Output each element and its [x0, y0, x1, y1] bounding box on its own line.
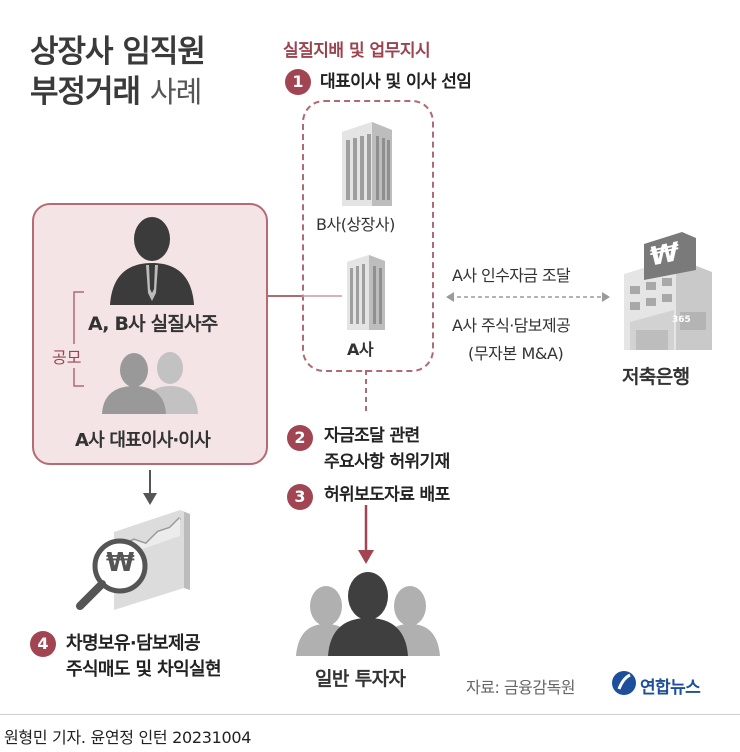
executives-icon — [102, 352, 198, 414]
title-light: 사례 — [149, 75, 202, 109]
building-a-label: A사 — [347, 340, 374, 359]
building-b-icon — [342, 122, 392, 206]
title-line-2: 부정거래 사례 — [30, 66, 202, 111]
ceo-label: A사 대표이사·이사 — [75, 430, 211, 451]
step-3-text: 허위보도자료 배포 — [324, 485, 450, 505]
control-header: 실질지배 및 업무지시 — [283, 41, 431, 61]
step-2-badge: 2 — [287, 425, 313, 451]
conspiracy-bracket — [73, 291, 84, 387]
source-text: 자료: 금융감독원 — [466, 678, 576, 697]
funding-text: A사 인수자금 조달 — [452, 266, 571, 285]
byline: 원형민 기자. 윤연정 인턴 20231004 — [4, 728, 252, 747]
mna-text: (무자본 M&A) — [468, 344, 564, 363]
conspiracy-label: 공모 — [50, 344, 84, 368]
bottom-divider — [0, 714, 740, 715]
step-1-badge: 1 — [285, 69, 311, 95]
step-4-line-1: 차명보유·담보제공 — [66, 633, 201, 654]
collateral-text: A사 주식·담보제공 — [452, 316, 571, 335]
bank-label: 저축은행 — [622, 366, 690, 388]
building-b-label: B사(상장사) — [316, 215, 395, 234]
yonhap-logo-text: 연합뉴스 — [640, 678, 701, 698]
title-bold: 부정거래 — [30, 74, 141, 110]
step-2-line-2: 주요사항 허위기재 — [324, 452, 450, 472]
investors-label: 일반 투자자 — [315, 668, 406, 690]
owner-person-icon — [110, 217, 194, 305]
step-3-badge: 3 — [287, 484, 313, 510]
step-4-line-2: 주식매도 및 차익실현 — [66, 659, 222, 680]
owner-label: A, B사 실질사주 — [88, 313, 218, 335]
bank-building-icon — [624, 232, 712, 350]
magnifier-won-icon: ₩ — [106, 548, 135, 578]
step-1-text: 대표이사 및 이사 선임 — [320, 72, 472, 92]
building-a-icon — [347, 255, 385, 330]
bank-sign-text: 365 — [672, 315, 691, 325]
title-line-1: 상장사 임직원 — [30, 34, 206, 70]
yonhap-logo-icon — [612, 671, 636, 695]
step-2-line-1: 자금조달 관련 — [324, 426, 420, 446]
step-4-badge: 4 — [30, 631, 56, 657]
bank-won-icon: ₩ — [650, 236, 679, 274]
stock-chart-icon — [76, 510, 190, 610]
company-dashed-box — [302, 100, 434, 372]
investors-icon — [296, 572, 440, 656]
